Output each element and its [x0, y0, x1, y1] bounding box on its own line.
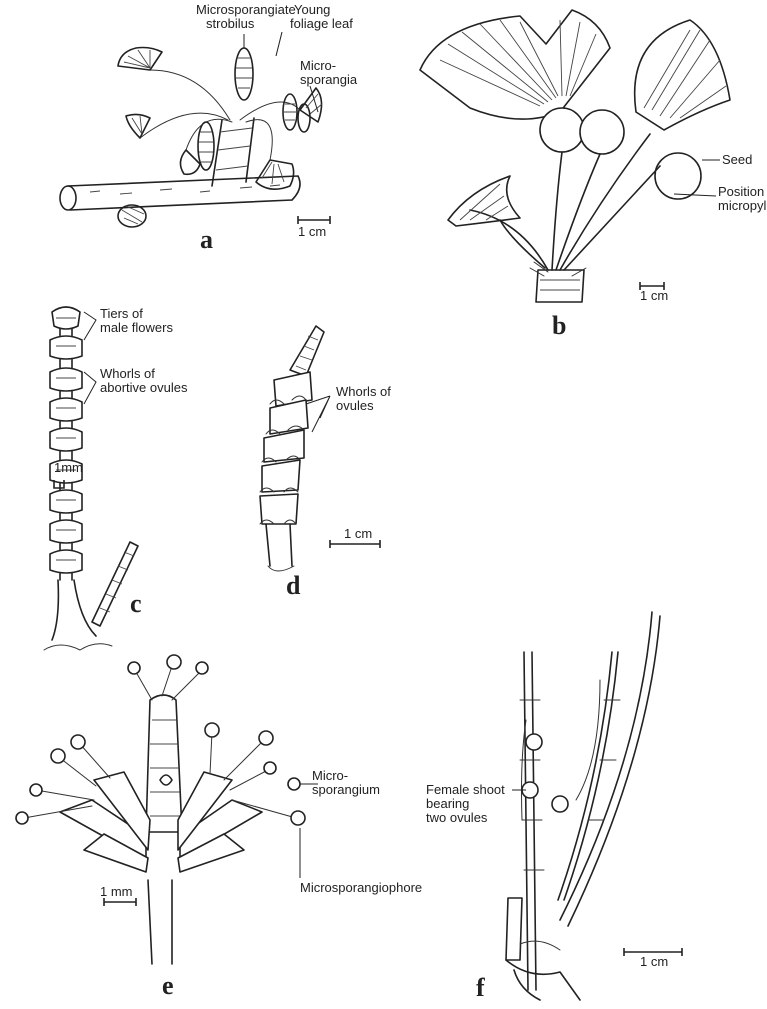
seed-isolated — [655, 153, 701, 199]
panel-d-letter: d — [286, 571, 301, 600]
panel-a-scale-label: 1 cm — [298, 224, 326, 239]
panel-e-drawing — [16, 655, 318, 964]
panel-e: Micro- sporangium Microsporangiophore 1 … — [16, 655, 422, 1000]
panel-c-letter: c — [130, 589, 142, 618]
panel-e-scale-label: 1 mm — [100, 884, 133, 899]
label-microsporangiate-strobilus: Microsporangiate strobilus — [196, 2, 299, 31]
label-tiers-of-male-flowers: Tiers of male flowers — [100, 306, 173, 335]
panel-e-scale-bar — [104, 898, 136, 906]
panel-e-letter: e — [162, 971, 174, 1000]
seed-left — [540, 108, 584, 152]
panel-d: Whorls of ovules 1 cm d — [260, 326, 395, 600]
panel-b-letter: b — [552, 311, 566, 340]
panel-d-scale-label: 1 cm — [344, 526, 372, 541]
ovule-top — [526, 734, 542, 750]
panel-a-drawing — [60, 32, 330, 227]
panel-a: Microsporangiate strobilus Young foliage… — [60, 2, 358, 254]
panel-b: Seed Position of micropyle 1 cm b — [420, 10, 767, 340]
panel-a-scale-bar — [298, 216, 330, 224]
label-whorls-of-abortive-ovules: Whorls of abortive ovules — [100, 366, 188, 395]
panel-c: Tiers of male flowers Whorls of abortive… — [44, 306, 188, 650]
label-seed: Seed — [722, 152, 752, 167]
label-microsporangiophore: Microsporangiophore — [300, 880, 422, 895]
label-position-of-micropyle: Position of micropyle — [718, 184, 767, 213]
panel-f: Female shoot bearing two ovules 1 cm f — [426, 612, 682, 1002]
panel-f-letter: f — [476, 973, 485, 1002]
label-microsporangium: Micro- sporangium — [312, 768, 380, 797]
panel-a-letter: a — [200, 225, 213, 254]
panel-c-scale-label: 1mm — [54, 460, 83, 475]
label-female-shoot-bearing-two-ovules: Female shoot bearing two ovules — [426, 782, 508, 825]
seed-right — [580, 110, 624, 154]
panel-d-scale-bar — [330, 540, 380, 548]
label-whorls-of-ovules: Whorls of ovules — [336, 384, 395, 413]
panel-b-drawing — [420, 10, 730, 302]
label-young-foliage-leaf: Young foliage leaf — [290, 2, 353, 31]
panel-f-scale-label: 1 cm — [640, 954, 668, 969]
ovule-right — [552, 796, 568, 812]
panel-f-drawing — [506, 612, 682, 1000]
panel-c-drawing — [44, 307, 138, 650]
panel-b-scale-label: 1 cm — [640, 288, 668, 303]
label-microsporangia: Micro- sporangia — [300, 58, 358, 87]
